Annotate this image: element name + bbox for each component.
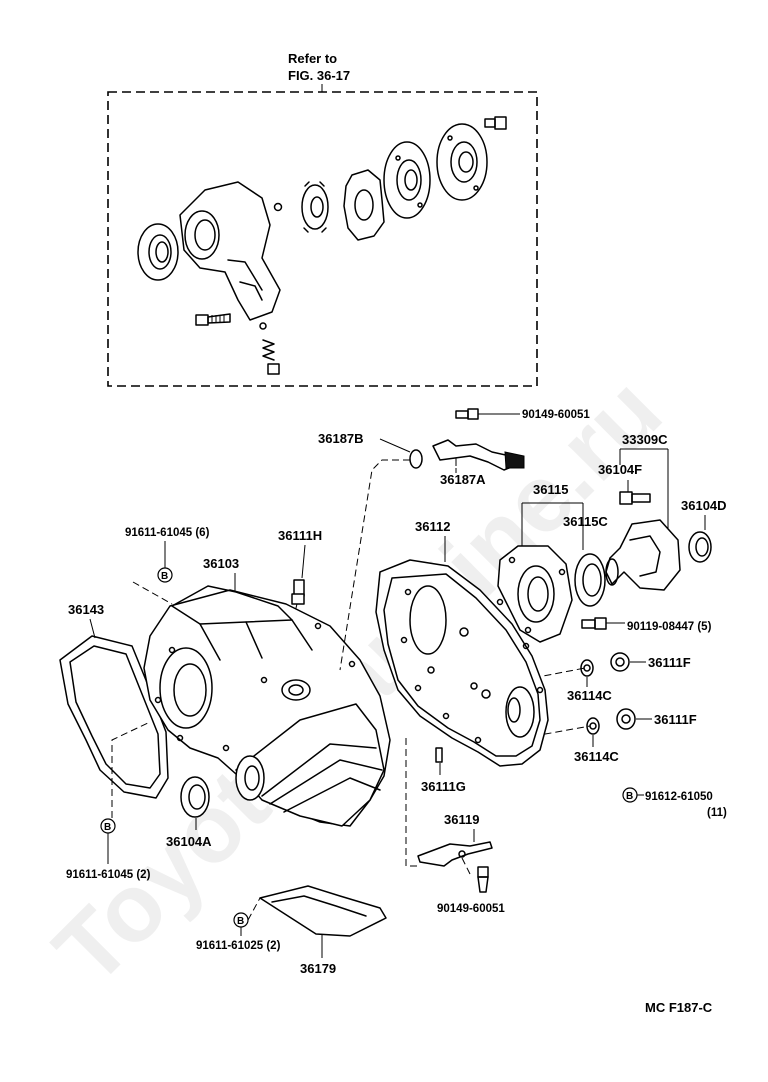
leader-36115 xyxy=(521,502,584,550)
label-91612-qty: (11) xyxy=(707,807,727,819)
bracket-36119 xyxy=(417,841,493,867)
o-ring-ref xyxy=(273,202,283,212)
pump-body-ref xyxy=(179,181,281,321)
bolt-ref-2 xyxy=(484,116,507,130)
pipe-36187A xyxy=(432,439,525,471)
plug-36111F-1 xyxy=(610,652,630,672)
label-36104D: 36104D xyxy=(681,498,727,513)
label-91611-61045-6: 91611-61045 (6) xyxy=(125,527,210,539)
pump-cover-ref xyxy=(383,141,431,219)
oil-seal-ref xyxy=(137,223,179,281)
dash-91611-61025 xyxy=(247,897,261,921)
driven-gear-ref xyxy=(343,169,385,241)
label-36187B: 36187B xyxy=(318,431,364,446)
label-90119-08447: 90119-08447 (5) xyxy=(627,621,712,633)
label-91611-61025-2: 91611-61025 (2) xyxy=(196,940,281,952)
label-36114C-2: 36114C xyxy=(574,749,619,764)
dash-36119-bolt xyxy=(461,857,471,875)
label-36104F: 36104F xyxy=(598,462,642,477)
gasket-36143 xyxy=(59,635,169,799)
label-36119: 36119 xyxy=(444,812,479,827)
dash-91611-2 xyxy=(111,721,151,818)
refer-figure-label: FIG. 36-17 xyxy=(288,68,350,83)
figure-code: MC F187-C xyxy=(645,1000,713,1015)
dash-36119 xyxy=(405,738,418,867)
label-36104A: 36104A xyxy=(166,834,212,849)
label-36103: 36103 xyxy=(203,556,239,571)
bolt-marker-91611-61025-text: B xyxy=(237,916,244,927)
refer-to-label: Refer to xyxy=(288,51,337,66)
leader-33309C xyxy=(619,448,669,540)
breather-36111H xyxy=(291,579,305,605)
leader-36143 xyxy=(89,618,96,639)
reference-frame xyxy=(107,91,538,387)
bolt-marker-91611-6 xyxy=(157,567,173,583)
seal-36104A xyxy=(180,776,210,818)
label-36115C: 36115C xyxy=(563,514,608,529)
dash-91611-6 xyxy=(132,581,173,605)
transmission-case-36112 xyxy=(375,559,549,767)
label-90149-60051-bottom: 90149-60051 xyxy=(437,903,505,915)
bolt-90119 xyxy=(581,617,607,630)
bolt-ref-1 xyxy=(195,313,231,326)
label-33309C: 33309C xyxy=(622,432,668,447)
gasket-36114C-2 xyxy=(586,717,600,735)
bearing-retainer-36115 xyxy=(497,545,573,643)
label-36111H: 36111H xyxy=(278,528,322,543)
o-ring-36187B xyxy=(409,449,423,469)
label-36111F-1: 36111F xyxy=(648,655,691,670)
dash-36187B xyxy=(339,459,410,671)
gasket-36114C-1 xyxy=(580,659,594,677)
cover-36179 xyxy=(259,885,387,937)
label-36111F-2: 36111F xyxy=(654,712,697,727)
label-90149-60051-top: 90149-60051 xyxy=(522,409,590,421)
leader-36111H xyxy=(301,544,306,579)
label-36143: 36143 xyxy=(68,602,104,617)
spring-ref xyxy=(262,339,275,361)
seal-36115C xyxy=(574,553,606,607)
label-36187A: 36187A xyxy=(440,472,486,487)
leader-36187B xyxy=(379,438,411,453)
drive-gear-ref xyxy=(301,181,329,233)
extension-housing-33309C xyxy=(605,519,681,591)
plug-ref xyxy=(267,363,280,375)
transaxle-housing-36103 xyxy=(143,585,391,827)
bolt-90149-top xyxy=(455,408,479,420)
label-91612-61050: 91612-61050 xyxy=(645,791,713,803)
bolt-36104F xyxy=(619,491,651,505)
pin-36111G xyxy=(435,747,443,763)
label-36115: 36115 xyxy=(533,482,568,497)
label-36179: 36179 xyxy=(300,961,336,976)
label-91611-61045-2: 91611-61045 (2) xyxy=(66,869,151,881)
seal-36104D xyxy=(688,531,712,563)
bolt-marker-91611-2-text: B xyxy=(104,822,111,833)
plug-36111F-2 xyxy=(616,708,636,730)
label-36112: 36112 xyxy=(415,519,450,534)
bolt-90149-bottom xyxy=(477,866,489,893)
label-36114C-1: 36114C xyxy=(567,688,612,703)
bolt-marker-91611-6-text: B xyxy=(161,571,168,582)
bolt-marker-91612-text: B xyxy=(626,791,633,802)
ball-ref xyxy=(259,322,267,330)
label-36111G: 36111G xyxy=(421,779,466,794)
pump-plate-ref xyxy=(436,123,488,201)
